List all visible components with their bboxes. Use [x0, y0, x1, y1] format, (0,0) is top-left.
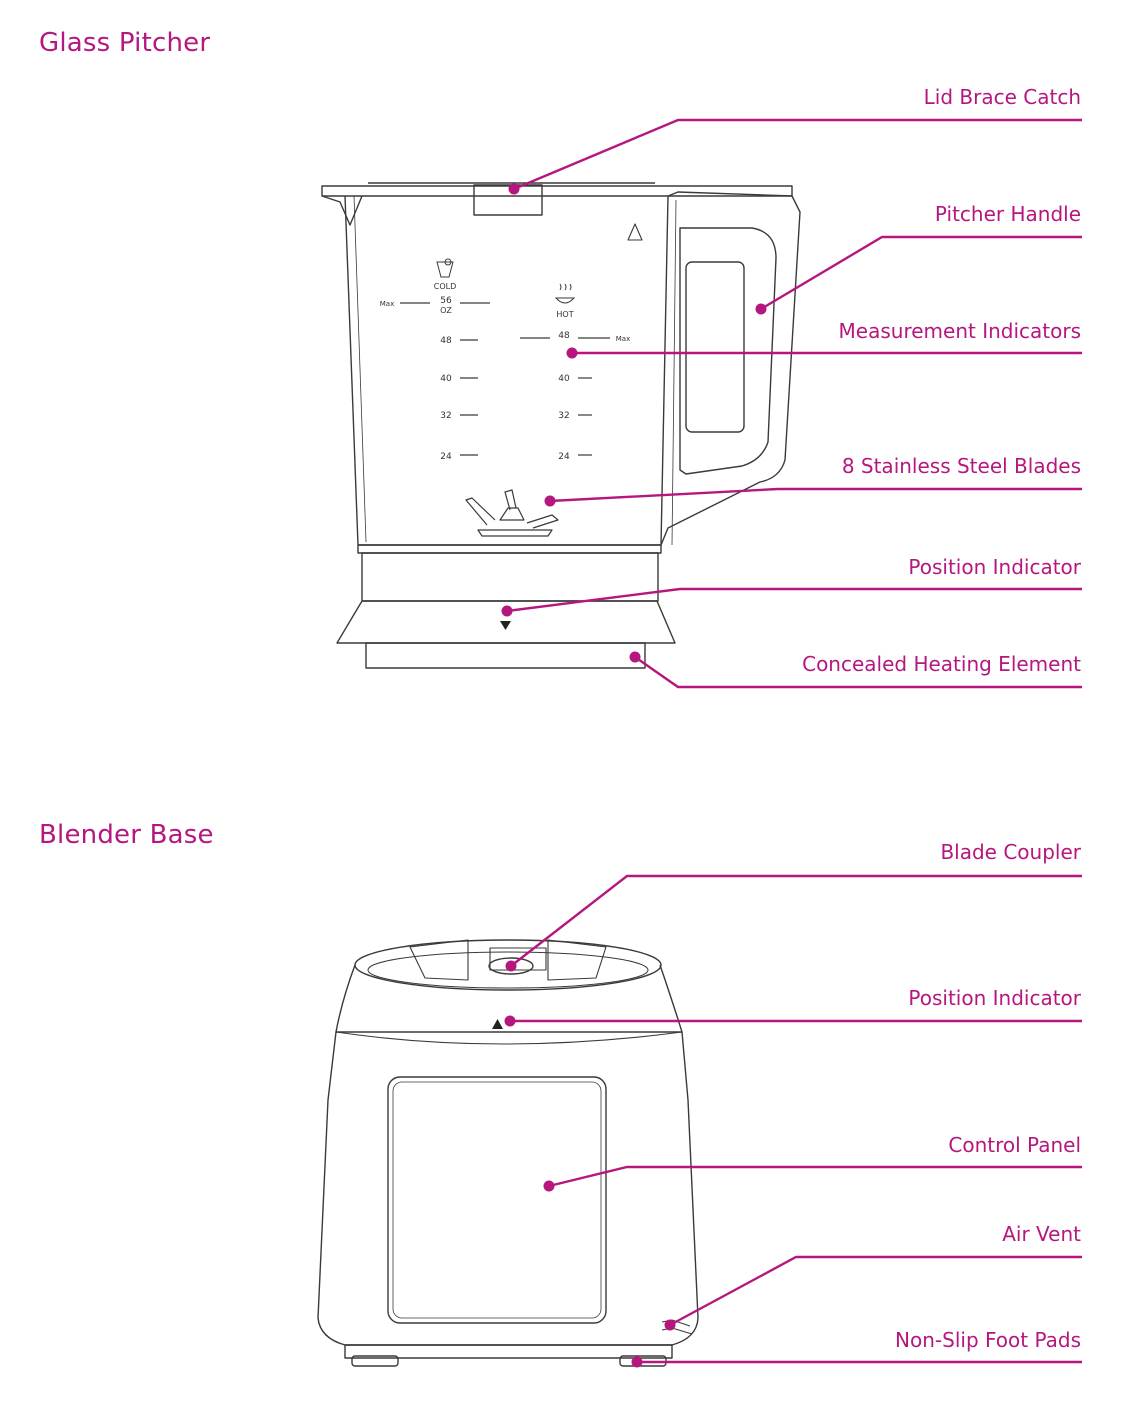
leader-blade-coupler [510, 874, 1082, 967]
foot-pad-left [351, 1355, 399, 1367]
callout-control-panel: Control Panel [948, 1133, 1081, 1157]
cold-tick-24: 24 [440, 452, 452, 462]
oz-56-label: 56 [440, 296, 452, 306]
callout-leaders [506, 118, 1082, 1364]
leader-air-vent [669, 1255, 1082, 1327]
cold-tick-48: 48 [440, 336, 452, 346]
base-main-body [317, 1031, 699, 1346]
leader-stainless-blades [549, 487, 1082, 503]
pitcher-position-arrow-icon [500, 621, 511, 630]
pitcher-collar [357, 544, 662, 554]
callout-position-indicator-base: Position Indicator [908, 986, 1081, 1010]
base-drawing [317, 939, 699, 1367]
callout-blade-coupler: Blade Coupler [940, 840, 1081, 864]
callout-dots [501, 183, 767, 1368]
cold-drink-icon [436, 258, 454, 278]
warning-triangle-icon [627, 223, 643, 241]
base-tab-left [409, 939, 469, 981]
section-title-blender-base: Blender Base [39, 820, 214, 850]
callout-non-slip-foot-pads: Non-Slip Foot Pads [895, 1328, 1081, 1352]
hot-tick-24: 24 [558, 452, 570, 462]
pitcher-skirt [336, 600, 676, 644]
callout-concealed-heating-element: Concealed Heating Element [802, 652, 1081, 676]
callout-pitcher-handle: Pitcher Handle [934, 202, 1081, 226]
pitcher-handle-inner [685, 261, 745, 433]
hot-tick-40: 40 [558, 374, 570, 384]
callout-lid-brace-catch: Lid Brace Catch [923, 85, 1081, 109]
measurement-markings [400, 302, 610, 456]
hot-label: HOT [556, 310, 573, 319]
section-title-glass-pitcher: Glass Pitcher [39, 28, 211, 58]
control-panel [387, 1076, 607, 1324]
pitcher-handle-grip [679, 227, 777, 475]
max-left-label: Max [380, 300, 394, 308]
callout-stainless-blades: 8 Stainless Steel Blades [841, 454, 1081, 478]
base-position-arrow-icon [492, 1019, 503, 1029]
oz-unit-label: OZ [440, 306, 452, 315]
lid-brace-catch [473, 184, 543, 216]
pitcher-handle [660, 191, 801, 546]
pitcher-lid [321, 185, 793, 197]
callout-air-vent: Air Vent [1002, 1222, 1081, 1246]
leader-control-panel [548, 1165, 1082, 1188]
blade-coupler-housing [489, 947, 547, 971]
pitcher-drawing [321, 182, 801, 669]
leader-lid-brace-catch [513, 118, 1082, 191]
blade-assembly [465, 489, 559, 537]
callout-measurement-indicators: Measurement Indicators [838, 319, 1081, 343]
cold-tick-32: 32 [440, 411, 451, 421]
base-tab-right [547, 939, 607, 981]
max-right-label: Max [616, 335, 630, 343]
pitcher-body [344, 195, 669, 546]
hot-tick-32: 32 [558, 411, 569, 421]
blade-coupler [488, 957, 534, 975]
pitcher-spout [321, 195, 363, 226]
pitcher-lower-band [361, 552, 659, 602]
base-bottom-band [344, 1344, 673, 1359]
cold-tick-40: 40 [440, 374, 452, 384]
hot-48-label: 48 [558, 331, 570, 341]
callout-position-indicator-pitcher: Position Indicator [908, 555, 1081, 579]
leader-concealed-heating [634, 656, 1082, 689]
leader-pitcher-handle [760, 235, 1082, 311]
cold-label: COLD [434, 282, 457, 291]
hot-bowl-icon [554, 283, 576, 304]
leader-position-indicator-pitcher [506, 587, 1082, 613]
pitcher-heating-base [365, 642, 646, 669]
base-upper-shell [335, 964, 683, 1033]
